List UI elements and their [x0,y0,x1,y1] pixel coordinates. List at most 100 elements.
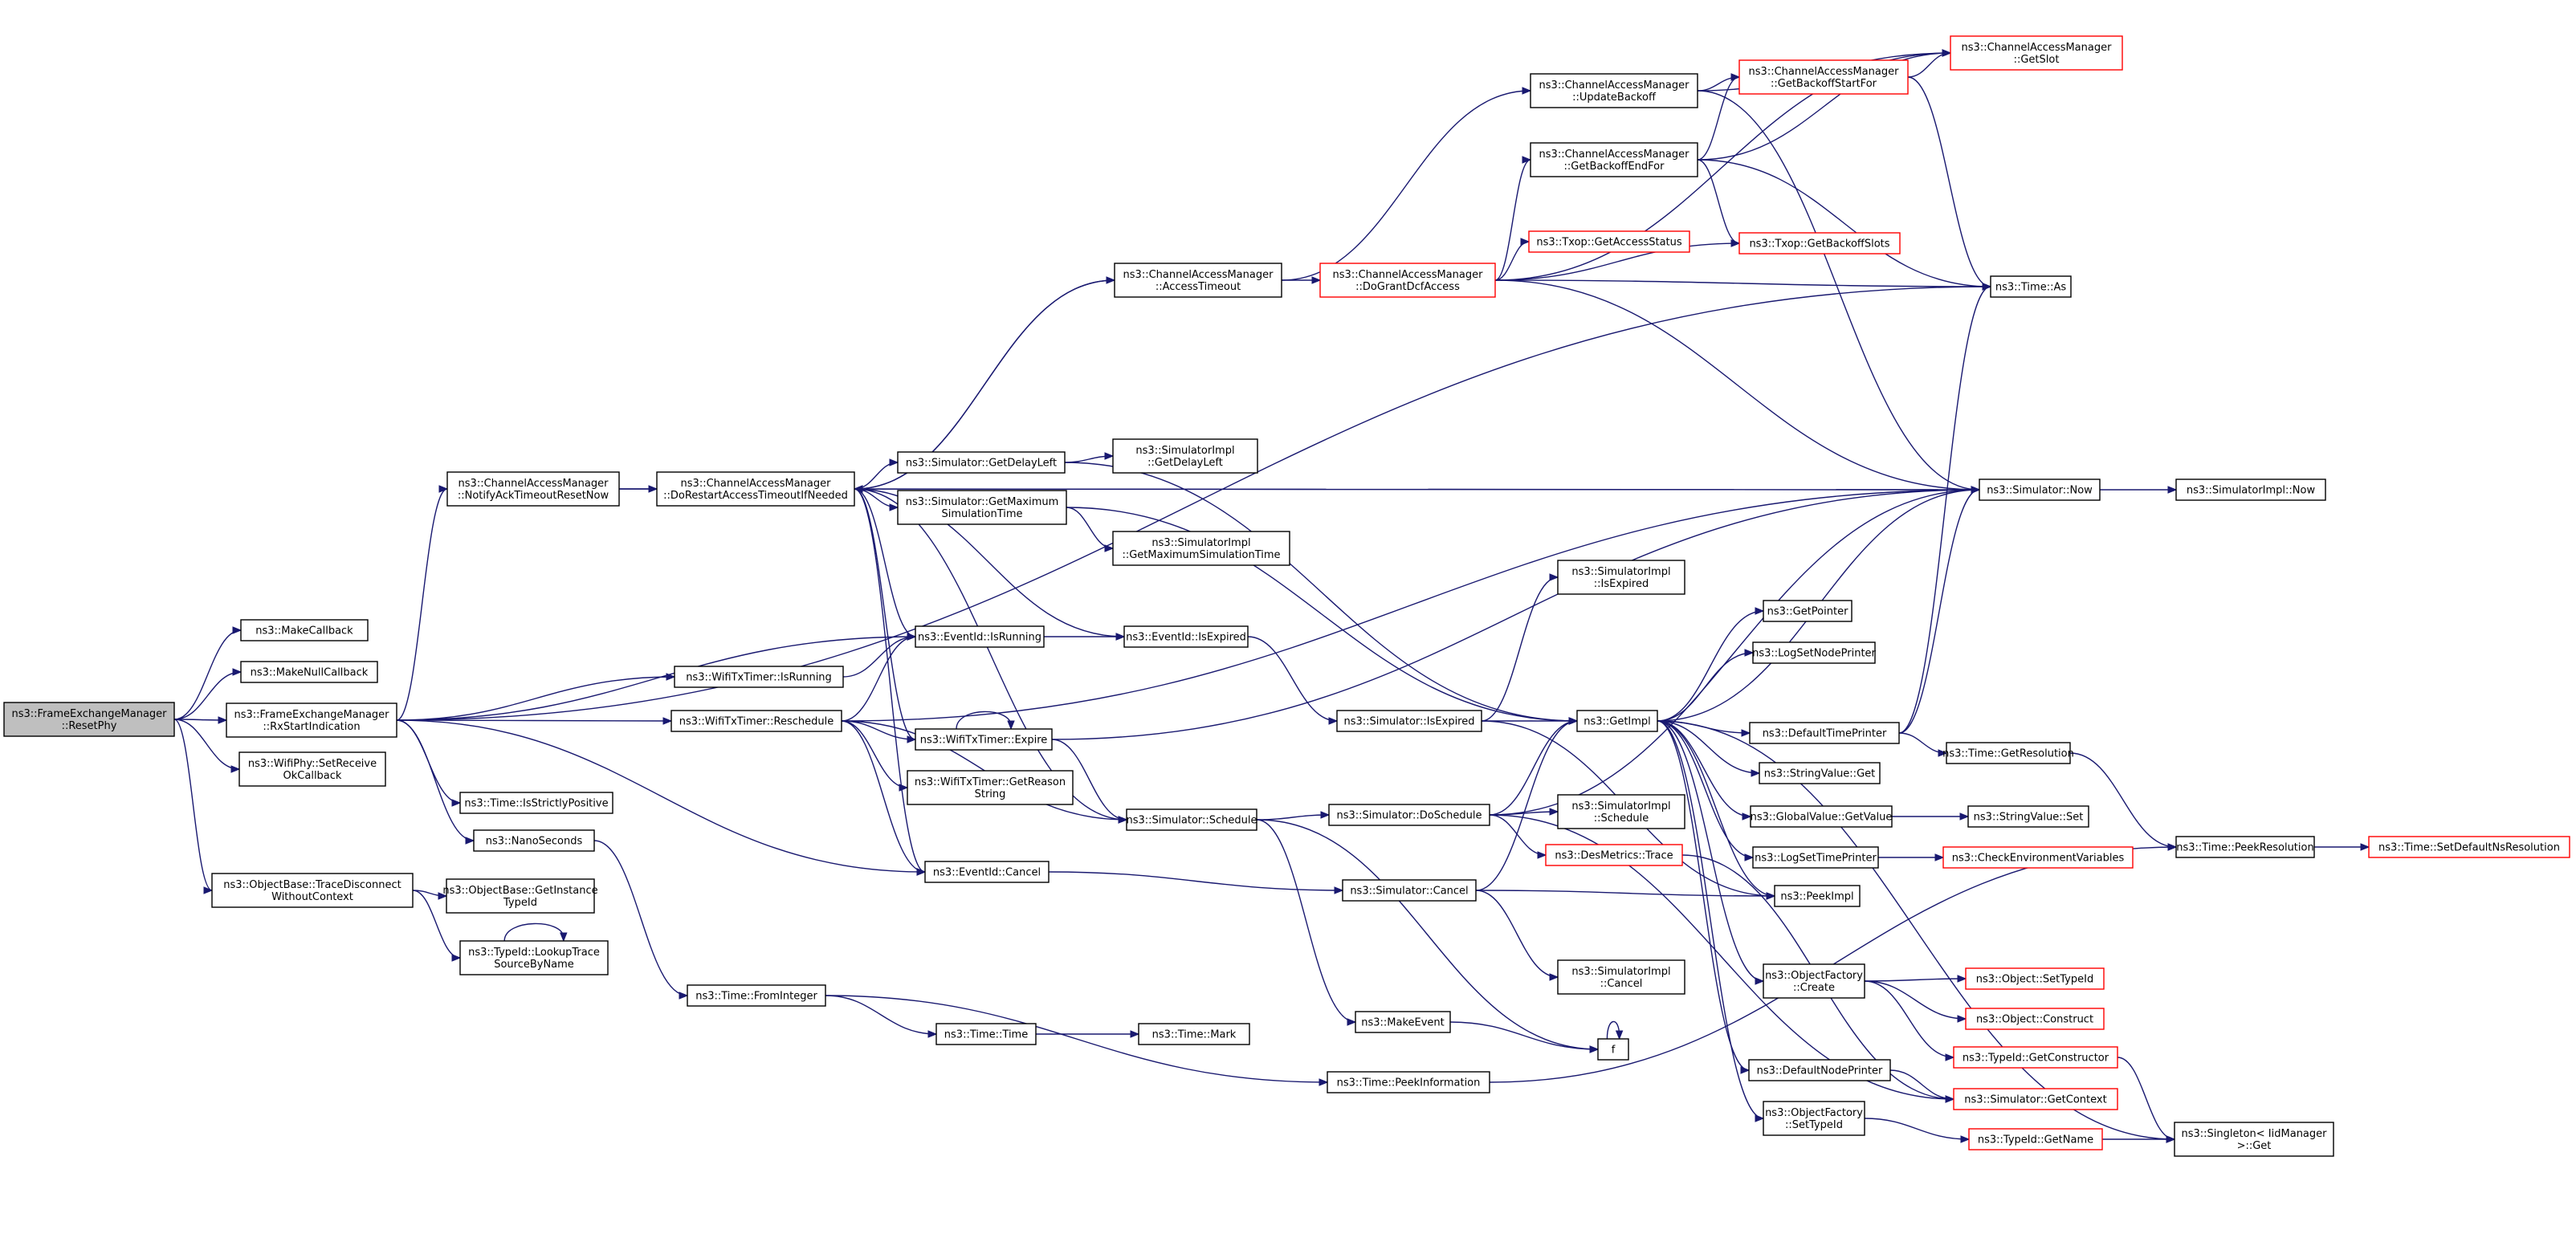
edge-line [854,488,916,637]
node-ns3-getpointer[interactable]: ns3::GetPointer [1763,600,1853,622]
node-ns3-singleton-iidmanager-get[interactable]: ns3::Singleton< IidManager >::Get [2174,1122,2334,1157]
node-ns3-time-mark[interactable]: ns3::Time::Mark [1138,1023,1250,1045]
edge-n38-n50 [1657,720,1755,861]
node-box [1752,846,1879,869]
node-box [924,861,1050,883]
node-ns3-peekimpl[interactable]: ns3::PeekImpl [1774,885,1861,907]
node-ns3-frameexchangemanager-rxstartindication[interactable]: ns3::FrameExchangeManager::RxStartIndica… [226,702,397,738]
edge-arrowhead [1104,544,1115,552]
node-box [915,625,1045,648]
node-label-line: ns3::Time::IsStrictlyPositive [464,798,608,810]
node-ns3-defaulttimeprinter[interactable]: ns3::DefaultTimePrinter [1749,722,1900,744]
node-ns3-channelaccessmanager-dograntdcfaccess[interactable]: ns3::ChannelAccessManager::DoGrantDcfAcc… [1319,263,1496,298]
node-label-line: ::Cancel [1600,978,1643,990]
node-ns3-objectbase-tracedisconnectwithoutcontext[interactable]: ns3::ObjectBase::TraceDisconnectWithoutC… [211,873,414,908]
node-ns3-channelaccessmanager-getbackoffendfor[interactable]: ns3::ChannelAccessManager::GetBackoffEnd… [1530,142,1698,177]
node-label-line: ::DoRestartAccessTimeoutIfNeeded [663,490,848,502]
edge-n21-n34 [1281,87,1532,281]
node-ns3-time-frominteger[interactable]: ns3::Time::FromInteger [687,984,826,1007]
edge-line [1494,279,1980,491]
node-ns3-desmetrics-trace[interactable]: ns3::DesMetrics::Trace [1545,844,1683,866]
node-ns3-simulatorimpl-cancel[interactable]: ns3::SimulatorImpl::Cancel [1557,959,1685,995]
node-ns3-object-settypeid[interactable]: ns3::Object::SetTypeId [1965,967,2105,990]
node-ns3-time-peekresolution[interactable]: ns3::Time::PeekResolution [2175,836,2315,858]
node-ns3-getimpl[interactable]: ns3::GetImpl [1576,710,1658,732]
edge-arrowhead [1945,1095,1955,1103]
node-ns3-simulatorimpl-getdelayleft[interactable]: ns3::SimulatorImpl::GetDelayLeft [1112,438,1258,474]
node-ns3-defaultnodeprinter[interactable]: ns3::DefaultNodePrinter [1748,1059,1891,1081]
node-ns3-channelaccessmanager-notifyacktimeoutresetnow[interactable]: ns3::ChannelAccessManager::NotifyAckTime… [446,471,620,507]
edge-n43-n56 [1907,76,1992,291]
node-ns3-wifitxtimer-isrunning[interactable]: ns3::WifiTxTimer::IsRunning [674,666,844,688]
node-ns3-simulator-getdelayleft[interactable]: ns3::Simulator::GetDelayLeft [897,451,1066,474]
node-ns3-channelaccessmanager-getslot[interactable]: ns3::ChannelAccessManager::GetSlot [1950,35,2123,71]
node-ns3-simulatorimpl-isexpired[interactable]: ns3::SimulatorImpl::IsExpired [1557,560,1685,595]
node-ns3-logsettimeprinter[interactable]: ns3::LogSetTimePrinter [1752,846,1879,869]
node-ns3-simulator-now[interactable]: ns3::Simulator::Now [1979,479,2101,501]
node-ns3-frameexchangemanager-resetphy[interactable]: ns3::FrameExchangeManager::ResetPhy [3,702,175,737]
node-ns3-channelaccessmanager-getbackoffstartfor[interactable]: ns3::ChannelAccessManager::GetBackoffSta… [1738,59,1909,95]
edge-n5-n13 [412,890,462,962]
node-ns3-makenullcallback[interactable]: ns3::MakeNullCallback [240,661,378,683]
edge-line [173,719,213,891]
node-ns3-simulator-isexpired[interactable]: ns3::Simulator::IsExpired [1336,710,1482,732]
node-box [1950,35,2123,71]
node-ns3-typeid-getconstructor[interactable]: ns3::TypeId::GetConstructor [1953,1046,2118,1069]
node-ns3-wifitxtimer-expire[interactable]: ns3::WifiTxTimer::Expire [915,728,1053,751]
node-label-line: ns3::StringValue::Set [1974,812,2084,824]
node-ns3-objectfactory-settypeid[interactable]: ns3::ObjectFactory::SetTypeId [1763,1101,1865,1136]
node-ns3-eventid-cancel[interactable]: ns3::EventId::Cancel [924,861,1050,883]
node-ns3-channelaccessmanager-updatebackoff[interactable]: ns3::ChannelAccessManager::UpdateBackoff [1530,73,1698,108]
node-ns3-eventid-isexpired[interactable]: ns3::EventId::IsExpired [1123,625,1249,648]
edge-n53-n64 [1889,1069,1955,1103]
node-ns3-simulator-doschedule[interactable]: ns3::Simulator::DoSchedule [1328,804,1490,826]
edge-line [2069,752,2177,848]
node-f[interactable]: f [1597,1038,1629,1061]
node-label-line: TypeId [503,897,537,909]
node-ns3-time-getresolution[interactable]: ns3::Time::GetResolution [1942,742,2074,764]
edge-n20-n26 [825,995,938,1038]
node-ns3-simulatorimpl-getmaximumsimulationtime[interactable]: ns3::SimulatorImpl::GetMaximumSimulation… [1112,531,1290,566]
edge-arrowhead [232,626,243,634]
node-ns3-simulatorimpl-schedule[interactable]: ns3::SimulatorImpl::Schedule [1557,794,1685,829]
node-ns3-simulator-getcontext[interactable]: ns3::Simulator::GetContext [1953,1088,2118,1110]
node-ns3-stringvalue-set[interactable]: ns3::StringValue::Set [1967,805,2089,828]
edge-line [396,719,926,873]
node-ns3-object-construct[interactable]: ns3::Object::Construct [1965,1008,2105,1030]
node-ns3-channelaccessmanager-dorestartaccesstimeoutifneeded[interactable]: ns3::ChannelAccessManager::DoRestartAcce… [656,471,855,507]
node-ns3-simulator-schedule[interactable]: ns3::Simulator::Schedule [1126,808,1257,831]
node-ns3-simulatorimpl-now[interactable]: ns3::SimulatorImpl::Now [2175,479,2326,501]
node-ns3-simulator-getmaximumsimulationtime[interactable]: ns3::Simulator::GetMaximumSimulationTime [897,490,1067,525]
node-ns3-txop-getbackoffslots[interactable]: ns3::Txop::GetBackoffSlots [1738,232,1901,255]
node-ns3-time-isstrictlypositive[interactable]: ns3::Time::IsStrictlyPositive [459,792,613,814]
node-ns3-wifitxtimer-reschedule[interactable]: ns3::WifiTxTimer::Reschedule [670,710,842,732]
node-ns3-time-setdefaultnsresolution[interactable]: ns3::Time::SetDefaultNsResolution [2368,836,2570,858]
node-ns3-time-time[interactable]: ns3::Time::Time [935,1023,1037,1045]
node-box [1979,479,2101,501]
edge-arrowhead [1589,1045,1600,1053]
node-ns3-typeid-getname[interactable]: ns3::TypeId::GetName [1968,1128,2103,1150]
node-ns3-objectfactory-create[interactable]: ns3::ObjectFactory::Create [1763,963,1865,999]
node-ns3-globalvalue-getvalue[interactable]: ns3::GlobalValue::GetValue [1750,805,1893,828]
node-label-line: ns3::DefaultTimePrinter [1763,728,1887,740]
node-ns3-makecallback[interactable]: ns3::MakeCallback [240,619,369,641]
node-ns3-txop-getaccessstatus[interactable]: ns3::Txop::GetAccessStatus [1528,230,1690,253]
node-ns3-time-as[interactable]: ns3::Time::As [1990,275,2072,298]
node-ns3-eventid-isrunning[interactable]: ns3::EventId::IsRunning [915,625,1045,648]
node-ns3-stringvalue-get[interactable]: ns3::StringValue::Get [1759,762,1881,784]
node-label-line: ns3::ObjectFactory [1765,1107,1863,1119]
node-ns3-makeevent[interactable]: ns3::MakeEvent [1355,1011,1451,1033]
node-ns3-simulator-cancel[interactable]: ns3::Simulator::Cancel [1342,879,1477,902]
node-ns3-logsetnodeprinter[interactable]: ns3::LogSetNodePrinter [1752,641,1877,664]
node-ns3-channelaccessmanager-accesstimeout[interactable]: ns3::ChannelAccessManager::AccessTimeout [1114,263,1282,298]
node-ns3-checkenvironmentvariables[interactable]: ns3::CheckEnvironmentVariables [1942,846,2134,869]
node-ns3-time-peekinformation[interactable]: ns3::Time::PeekInformation [1327,1071,1490,1093]
edge-arrowhead [927,1030,938,1038]
edge-line [1864,980,1967,1020]
node-ns3-nanoseconds[interactable]: ns3::NanoSeconds [473,829,595,852]
edge-line [1657,720,1775,897]
